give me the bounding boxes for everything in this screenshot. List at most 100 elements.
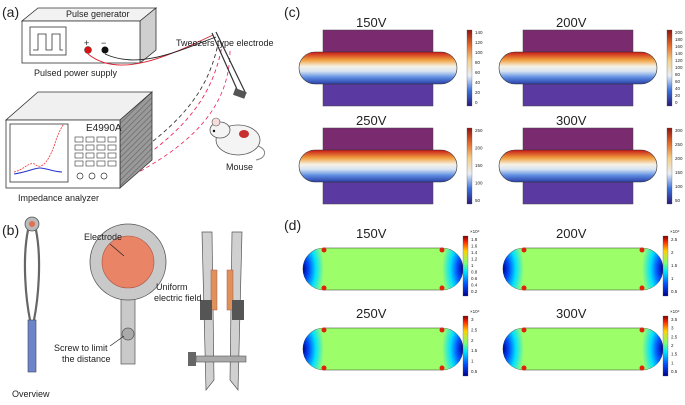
overview-label: Overview xyxy=(12,389,50,399)
colorbar-tick: 1 xyxy=(671,276,674,281)
colorbar xyxy=(466,29,473,107)
pulse-generator-label: Pulse generator xyxy=(66,9,130,19)
colorbar-tick: 0.4 xyxy=(471,283,478,288)
colorbar-tick: 40 xyxy=(675,86,681,91)
screw-icon xyxy=(121,327,135,341)
field-region xyxy=(502,327,664,371)
field-region xyxy=(302,327,464,371)
plus-sign: + xyxy=(84,38,89,48)
colorbar xyxy=(666,29,673,107)
hotspot xyxy=(521,247,527,253)
colorbar-tick: 20 xyxy=(675,93,681,98)
electrode-pointer xyxy=(109,243,125,257)
colorbar xyxy=(462,235,469,297)
screw-pointer xyxy=(109,335,125,347)
colorbar-tick: 0.6 xyxy=(471,276,478,281)
hotspot xyxy=(639,365,645,371)
right-end-cap xyxy=(642,328,663,370)
colorbar-tick: 1.8 xyxy=(471,237,478,242)
colorbar xyxy=(666,127,673,205)
left-end-cap xyxy=(303,328,324,370)
hotspot xyxy=(439,365,445,371)
field-region xyxy=(298,149,458,183)
colorbar-tick: 100 xyxy=(475,50,483,55)
electrode-disk xyxy=(89,223,167,365)
colorbar-tick: 2 xyxy=(671,250,674,255)
colorbar-tick: 20 xyxy=(475,90,481,95)
plot-d-voltage: 200V xyxy=(556,226,587,241)
colorbar-tick: 200 xyxy=(475,146,483,151)
colorbar-tick: 100 xyxy=(675,184,683,189)
panel-label-b: (b) xyxy=(2,222,19,238)
electrode-label: Electrode xyxy=(84,232,122,242)
tweezers-electrode xyxy=(211,31,247,99)
colorbar-tick: 0 xyxy=(675,100,678,105)
upper-electrode xyxy=(522,127,634,151)
black-cable xyxy=(104,36,217,61)
colorbar-tick: 0 xyxy=(475,100,478,105)
hotspot xyxy=(639,327,645,333)
panel-label-a: (a) xyxy=(2,4,19,20)
hotspot xyxy=(321,327,327,333)
field-region xyxy=(498,51,658,85)
right-end-cap xyxy=(442,248,463,290)
analyzer-model: E4990A xyxy=(86,123,122,134)
side-view-electrode xyxy=(188,231,247,391)
colorbar-tick: 3 xyxy=(471,317,474,322)
mouse-illustration xyxy=(209,117,265,161)
colorbar-tick: 120 xyxy=(675,58,683,63)
hotspot xyxy=(439,327,445,333)
colorbar-tick: 1 xyxy=(471,359,474,364)
field-region xyxy=(302,247,464,291)
colorbar-tick: 150 xyxy=(675,170,683,175)
colorbar-tick: 120 xyxy=(475,40,483,45)
colorbar-tick: 200 xyxy=(675,156,683,161)
lower-electrode xyxy=(322,83,434,107)
pulsed-power-supply-label: Pulsed power supply xyxy=(34,68,118,78)
impedance-analyzer xyxy=(4,91,154,189)
left-end-cap xyxy=(503,328,524,370)
colorbar-tick: 300 xyxy=(675,128,683,133)
colorbar-tick: 1 xyxy=(671,360,674,365)
plot-d-voltage: 150V xyxy=(356,226,387,241)
colorbar-tick: 160 xyxy=(675,44,683,49)
pulse-generator xyxy=(20,7,158,64)
plot-c-voltage: 200V xyxy=(556,15,587,30)
colorbar-tick: 2.5 xyxy=(671,237,678,242)
colorbar xyxy=(662,315,669,377)
hotspot xyxy=(521,365,527,371)
positive-terminal xyxy=(84,46,92,54)
colorbar-tick: 3 xyxy=(671,326,674,331)
colorbar xyxy=(662,235,669,297)
hotspot xyxy=(321,247,327,253)
plot-d-voltage: 300V xyxy=(556,306,587,321)
hotspot xyxy=(321,285,327,291)
impedance-analyzer-label: Impedance analyzer xyxy=(18,193,99,203)
field-region xyxy=(502,247,664,291)
analyzer-keypad xyxy=(74,136,117,167)
colorbar-tick: 0.5 xyxy=(471,369,478,374)
colorbar-tick: 250 xyxy=(675,142,683,147)
colorbar-exponent: ×10⁴ xyxy=(670,229,680,234)
colorbar-tick: 1.2 xyxy=(471,257,478,262)
colorbar-tick: 1.4 xyxy=(471,250,478,255)
hotspot xyxy=(639,247,645,253)
uniform-field-label-line1: Uniform xyxy=(156,282,188,292)
hotspot xyxy=(321,365,327,371)
colorbar-tick: 60 xyxy=(675,79,681,84)
colorbar xyxy=(466,127,473,205)
colorbar-tick: 100 xyxy=(475,181,483,186)
colorbar-tick: 40 xyxy=(475,80,481,85)
panel-label-d: (d) xyxy=(284,217,301,233)
colorbar-tick: 140 xyxy=(475,30,483,35)
colorbar-tick: 2 xyxy=(471,338,474,343)
hotspot xyxy=(639,285,645,291)
upper-electrode xyxy=(322,29,434,53)
